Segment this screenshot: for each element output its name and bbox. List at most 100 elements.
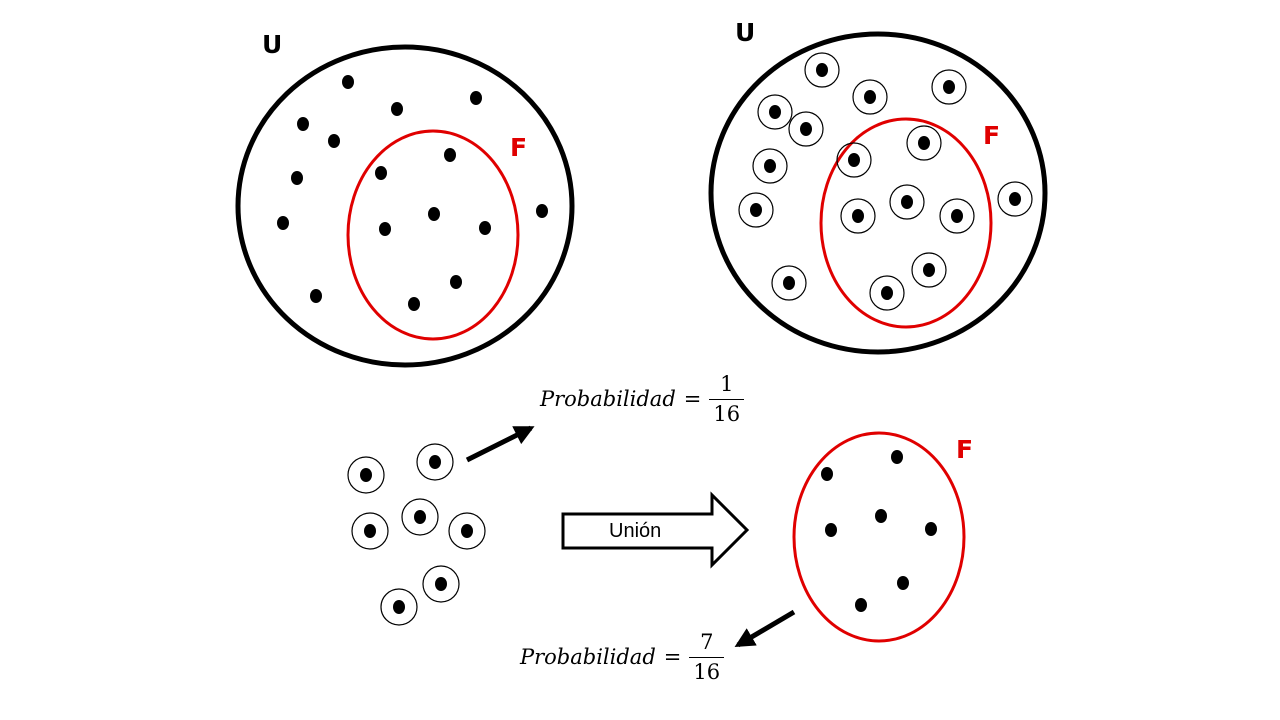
outcome-ring [869,275,905,311]
outcome-ring [889,184,925,220]
outcome-ring [997,181,1033,217]
sample-point [864,90,876,104]
sample-point [855,598,867,612]
sample-point [414,510,426,524]
union-probability: Probabilidad = 7 16 [520,630,725,684]
universe-set [235,44,575,368]
sample-point [375,166,387,180]
sample-point [444,148,456,162]
outcome-ring [401,498,439,536]
sample-point [391,102,403,116]
sample-points [277,75,548,311]
event-label: F [510,133,527,162]
sample-point [825,523,837,537]
sample-point [925,522,937,536]
sample-point [393,600,405,614]
probability-word: Probabilidad [540,387,676,411]
outcome-ring [840,198,876,234]
sample-point [918,136,930,150]
denominator: 16 [689,657,725,684]
sample-point [875,509,887,523]
separate-outcomes [347,443,486,626]
sample-point [881,286,893,300]
diagram-2: U F [708,18,1048,355]
sample-point [951,209,963,223]
sample-point [297,117,309,131]
outcome-ring [911,252,947,288]
outcome-ring [939,198,975,234]
result-set: F [792,431,973,643]
sample-point [428,207,440,221]
outcome-ring [738,192,774,228]
fraction: 7 16 [689,630,725,684]
event-label: F [983,121,1000,150]
sample-point [783,276,795,290]
universe-label: U [735,18,755,47]
outcome-ring [752,148,788,184]
sample-point [536,204,548,218]
universe-label: U [262,30,282,59]
sample-point [364,524,376,538]
outcome-ring [757,94,793,130]
sample-point [450,275,462,289]
outcome-ring [836,142,872,178]
sample-point [923,263,935,277]
sample-point [1009,192,1021,206]
sample-point [769,105,781,119]
union-arrow-shape [561,491,750,569]
outcome-ring [347,456,385,494]
outcome-ring [380,588,418,626]
sample-point [901,195,913,209]
universe-set [708,31,1048,355]
numerator: 1 [720,372,734,396]
sample-point [750,203,762,217]
denominator: 16 [709,399,745,426]
outcome-ring [771,265,807,301]
sample-point [470,91,482,105]
sample-point [379,222,391,236]
equals-sign: = [663,645,682,669]
union-arrow-label: Unión [609,520,661,542]
event-set-f [792,431,966,643]
sample-point [943,80,955,94]
outcome-ring [448,512,486,550]
outcome-ring [852,79,888,115]
sample-point [897,576,909,590]
union-arrow: Unión [561,491,750,569]
sample-point [291,171,303,185]
outcome-ring [788,111,824,147]
sample-point [435,577,447,591]
sample-point [277,216,289,230]
sample-point [891,450,903,464]
sample-point [479,221,491,235]
sample-point [848,153,860,167]
sample-point [764,159,776,173]
event-set-f [346,129,520,341]
sample-point [821,467,833,481]
outcome-ring [906,125,942,161]
diagram-1: U F [235,30,575,368]
equals-sign: = [683,387,702,411]
sample-points [821,450,937,612]
sample-point [328,134,340,148]
single-outcome-probability: Probabilidad = 1 16 [540,372,745,426]
sample-point [360,468,372,482]
arrow-to-single-probability [465,425,535,463]
event-label: F [956,435,973,464]
fraction: 1 16 [709,372,745,426]
sample-point [429,455,441,469]
sample-point [342,75,354,89]
event-set-f [819,117,993,329]
outcome-ring [351,512,389,550]
outcome-ring [804,52,840,88]
arrow-to-union-probability [734,609,796,648]
numerator: 7 [700,630,714,654]
sample-point [852,209,864,223]
sample-point [816,63,828,77]
outcome-ring [931,69,967,105]
circled-outcomes [738,52,1033,311]
outcome-ring [422,565,460,603]
sample-point [461,524,473,538]
